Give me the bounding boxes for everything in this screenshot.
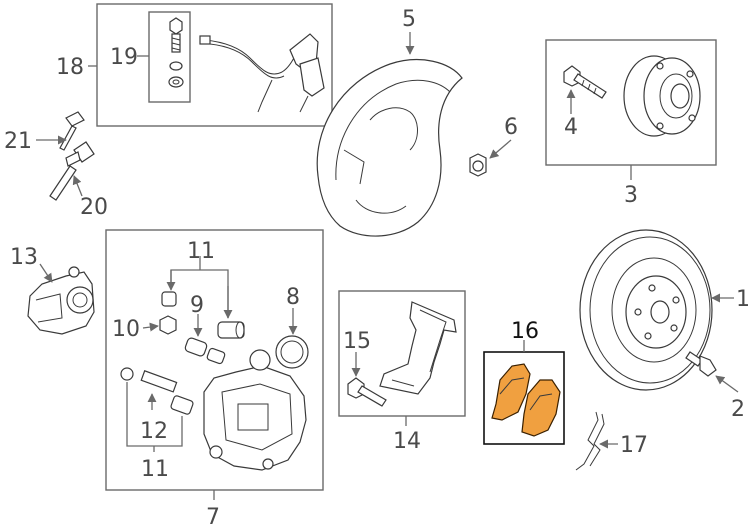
piston-seal-drawing — [275, 335, 309, 369]
leader-lines — [36, 32, 739, 500]
callout-18: 18 — [56, 55, 84, 80]
callout-11-top: 11 — [187, 239, 215, 264]
brake-rotor-drawing — [579, 229, 713, 391]
callout-13: 13 — [10, 245, 38, 270]
callout-2: 2 — [731, 397, 745, 422]
rotor-screw-drawing — [685, 351, 717, 377]
callout-15: 15 — [343, 329, 371, 354]
shield-bolt-drawing — [469, 153, 487, 177]
brake-caliper-drawing — [203, 349, 307, 471]
guide-bushing-drawing — [161, 291, 245, 339]
callout-8: 8 — [286, 285, 300, 310]
brake-pad-set-drawing — [491, 363, 561, 437]
dust-shield-drawing — [316, 58, 463, 237]
callout-14: 14 — [393, 429, 421, 454]
anti-rattle-clip-drawing — [575, 411, 605, 471]
callout-4: 4 — [564, 115, 578, 140]
callout-5: 5 — [402, 7, 416, 32]
bracket-group-box — [338, 290, 466, 417]
caliper-bracket-drawing — [379, 301, 457, 395]
callout-10: 10 — [112, 317, 140, 342]
callout-21: 21 — [4, 129, 32, 154]
callout-16: 16 — [511, 319, 539, 344]
callout-3: 3 — [624, 183, 638, 208]
sensor-group-box — [96, 3, 333, 127]
abs-sensor-wire-drawing — [199, 33, 325, 113]
callout-labels: 18 19 21 20 5 6 4 3 13 11 9 8 10 12 11 7… — [4, 7, 750, 528]
callout-1: 1 — [736, 287, 750, 312]
guide-pin-drawing — [184, 337, 226, 365]
hex-bolt-drawing — [59, 111, 85, 151]
callout-20: 20 — [80, 195, 108, 220]
callout-9: 9 — [190, 293, 204, 318]
wheel-hub-drawing — [623, 55, 701, 137]
wheel-speed-sensor-drawing — [49, 141, 95, 201]
brake-pad-left — [491, 363, 531, 421]
sensor-bolt-and-washers-drawing — [168, 17, 184, 88]
callout-6: 6 — [504, 115, 518, 140]
callout-7: 7 — [206, 505, 220, 528]
brake-caliper-housing-drawing — [27, 266, 95, 335]
caliper-bolt-drawing — [120, 367, 194, 415]
callout-11-bottom: 11 — [141, 457, 169, 482]
callout-17: 17 — [620, 433, 648, 458]
callout-12: 12 — [140, 419, 168, 444]
sensor-hardware-box — [148, 11, 191, 103]
callout-19: 19 — [110, 45, 138, 70]
bracket-bolt-drawing — [347, 377, 387, 407]
bleeder-screw-drawing — [159, 315, 177, 335]
hub-bolt-drawing — [563, 65, 607, 99]
